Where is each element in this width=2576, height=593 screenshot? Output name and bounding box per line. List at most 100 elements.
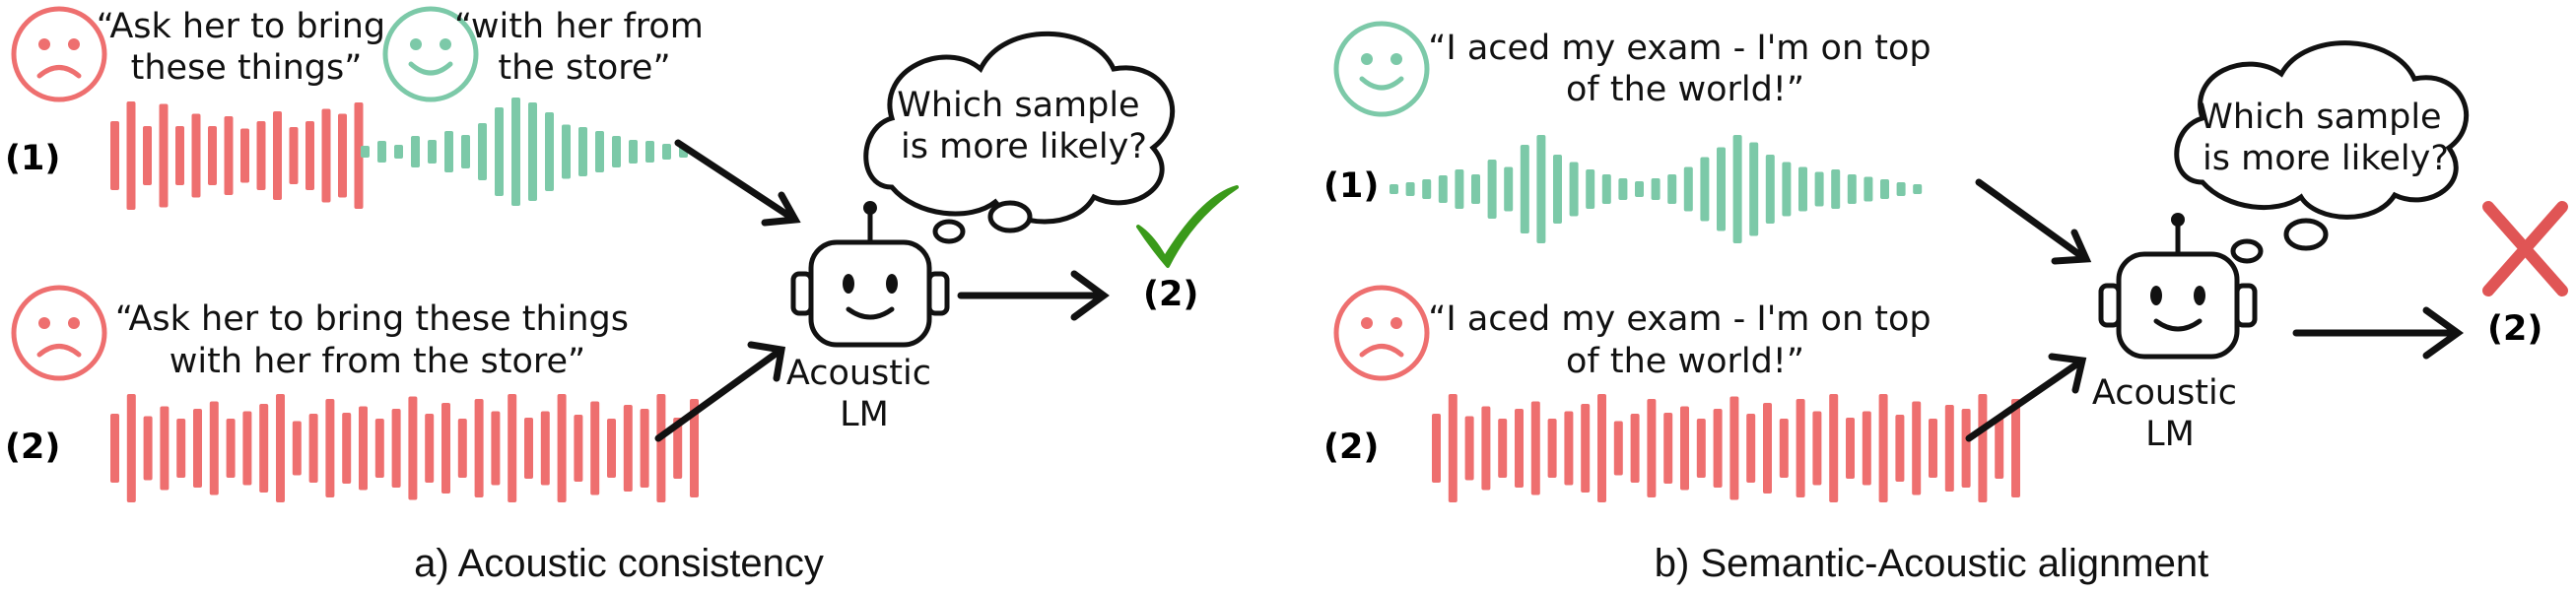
waveform-bar [1547,419,1557,478]
waveform-bar [478,123,487,180]
waveform-bar [524,418,533,479]
waveform-bar [1700,157,1710,222]
waveform-bar [540,411,550,486]
waveform-bar [623,405,633,492]
waveform-bar [1487,160,1497,219]
waveform-bar [110,121,119,190]
bubble-text: Which sample is more likely? [897,86,1150,166]
waveform-b2-red [1432,394,2020,502]
waveform-bar [240,128,249,183]
waveform-bar [1597,394,1606,502]
answer: (2) [2487,309,2542,349]
waveform-bar [1498,419,1508,478]
waveform-bar [1647,399,1657,497]
waveform-bar [1717,147,1726,231]
waveform-bar [273,111,282,200]
waveform-bar [126,394,136,502]
sad-face-icon [1336,288,1427,378]
waveform-bar [338,113,347,198]
waveform-bar [1601,174,1611,204]
waveform-bar [578,127,587,176]
waveform-bar [1405,182,1415,196]
waveform-bar [1878,394,1888,502]
waveform-bar [1696,419,1706,478]
waveform-bar [1846,418,1855,479]
waveform-bar [242,411,252,486]
waveform-bar [1995,418,2004,479]
waveform-bar [292,421,302,476]
waveform-bar [259,404,269,493]
waveform-bar [1667,174,1677,204]
waveform-bar [1913,184,1923,194]
waveform-bar [1553,155,1562,224]
waveform-bar [640,409,649,488]
waveform-bar [590,401,600,495]
waveform-bar [1782,162,1792,217]
waveform-bar [1455,169,1464,209]
waveform-bar [607,419,616,478]
sample1-number: (1) [5,139,60,178]
waveform-bar [1944,405,1954,492]
waveform-bar [1847,174,1857,204]
waveform-bar [574,415,583,482]
waveform-bar [495,107,504,196]
waveform-bar [2011,399,2020,497]
waveform-bar [160,406,169,491]
waveform-bar [1912,401,1922,495]
waveform-bar [359,406,368,491]
waveform-bar [1515,409,1524,488]
waveform-bar [1481,406,1491,491]
waveform-bar [441,403,450,494]
model-label: Acoustic LM [2092,373,2248,454]
waveform-bar [673,418,683,479]
waveform-bar [1564,411,1574,486]
waveform-bar [1864,176,1873,202]
waveform-bar [276,394,285,502]
waveform-bar [1713,409,1723,488]
sample2-number: (2) [1323,428,1379,467]
bubble-text: Which sample is more likely? [2199,98,2452,178]
waveform-bar [1829,394,1839,502]
waveform-bar [1929,419,1937,478]
waveform-a1-green [361,98,688,206]
waveform-bar [1680,406,1689,491]
waveform-bar [1618,178,1628,200]
waveform-bar [1895,415,1905,482]
caption-b: b) Semantic-Acoustic alignment [1655,542,2208,585]
waveform-bar [321,108,331,203]
waveform-bar [224,116,234,195]
waveform-bar [411,136,420,167]
robot-icon [2101,213,2255,357]
waveform-bar [1746,414,1756,483]
waveform-bar [562,124,571,179]
caption-a: a) Acoustic consistency [414,542,824,585]
waveform-bar [1961,409,1971,488]
waveform-bar [457,419,467,478]
arrow-icon [654,341,786,442]
waveform-bar [428,140,437,164]
waveform-bar [1651,178,1661,200]
waveform-a1-red [110,101,364,210]
sad-face-icon [14,288,104,378]
waveform-bar [394,145,403,159]
arrow-icon [2292,306,2464,360]
waveform-bar [444,131,453,172]
sample1-quote-a: “Ask her to bring these things” [97,7,397,88]
waveform-bar [491,411,501,486]
waveform-bar [474,399,484,497]
waveform-bar [361,146,370,158]
waveform-bar [289,127,299,184]
waveform-bar [1862,411,1871,486]
waveform-bar [1536,135,1546,243]
happy-face-icon [1336,24,1427,114]
waveform-bar [308,414,318,483]
waveform-bar [377,141,386,163]
waveform-bar [425,414,435,483]
waveform-bar [1763,403,1772,494]
waveform-bar [1765,155,1775,224]
waveform-bar [1812,411,1822,486]
sample2-quote: “Ask her to bring these things with her … [115,299,640,381]
waveform-bar [226,419,236,478]
panel-b: “I aced my exam - I'm on top of the worl… [1323,24,2568,585]
